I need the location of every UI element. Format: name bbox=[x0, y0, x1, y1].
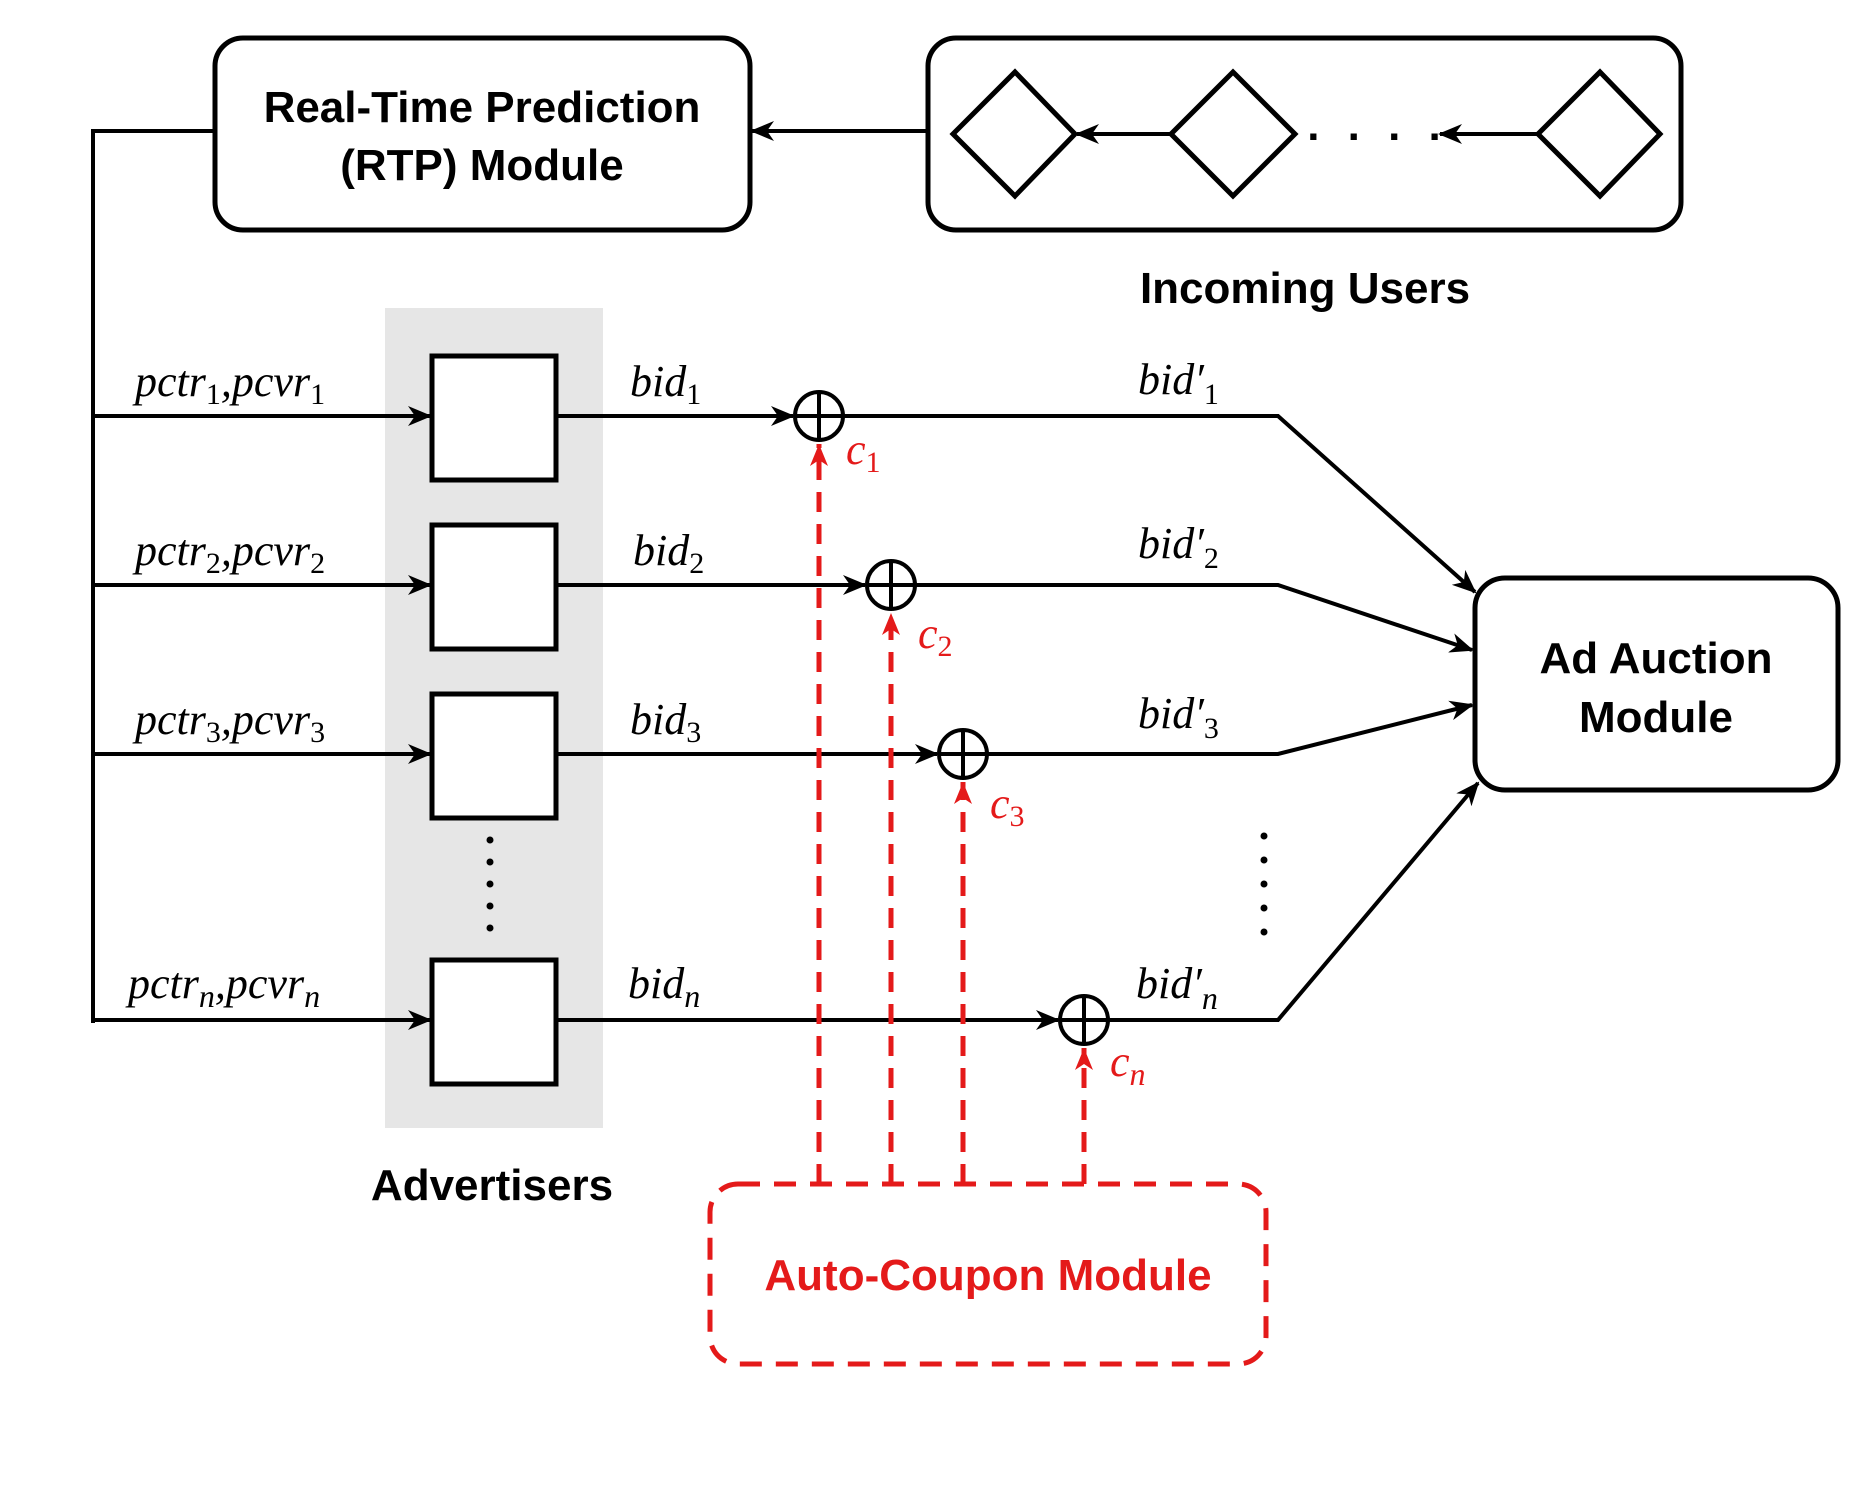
coupon-label-3: c3 bbox=[990, 779, 1025, 833]
bid-label-n: bidn bbox=[628, 959, 700, 1014]
coupon-label-n: cn bbox=[1110, 1037, 1146, 1092]
rtp-module-title-line1: Real-Time Prediction bbox=[264, 83, 701, 132]
sum-node-1 bbox=[793, 390, 845, 442]
auto-coupon-module: Auto-Coupon Module bbox=[707, 1181, 1269, 1367]
ad-auction-module: Ad Auction Module bbox=[1472, 575, 1841, 793]
advertiser-row-3: pctr3,pcvr3 bid3 bid′3 c3 bbox=[93, 689, 1474, 833]
users-ellipsis: . . . . bbox=[1307, 101, 1449, 150]
user-diamond-icon bbox=[1534, 68, 1664, 200]
adjusted-bid-label-3: bid′3 bbox=[1138, 689, 1219, 745]
bid-label-1: bid1 bbox=[630, 357, 701, 411]
bid-label-2: bid2 bbox=[633, 526, 704, 580]
advertiser-box-n bbox=[429, 957, 559, 1087]
bid-label-3: bid3 bbox=[630, 695, 701, 749]
advertisers-label: Advertisers bbox=[371, 1161, 613, 1210]
adjusted-bid-label-n: bid′n bbox=[1136, 959, 1218, 1016]
prediction-label-1: pctr1,pcvr1 bbox=[132, 357, 325, 411]
sum-node-3 bbox=[937, 728, 989, 780]
adjusted-bid-label-2: bid′2 bbox=[1138, 519, 1219, 575]
rtp-module: Real-Time Prediction (RTP) Module bbox=[212, 35, 753, 233]
rtp-module-title-line2: (RTP) Module bbox=[340, 141, 624, 190]
advertiser-row-1: pctr1,pcvr1 bid1 bid′1 c1 bbox=[93, 353, 1477, 594]
advertiser-box-1 bbox=[429, 353, 559, 483]
incoming-users-label: Incoming Users bbox=[1140, 264, 1470, 313]
advertiser-row-2: pctr2,pcvr2 bid2 bid′2 c2 bbox=[93, 519, 1474, 663]
coupon-arrows bbox=[810, 444, 1093, 1184]
prediction-label-2: pctr2,pcvr2 bbox=[132, 526, 325, 580]
rtp-output-trunk bbox=[91, 129, 215, 1023]
prediction-label-3: pctr3,pcvr3 bbox=[132, 695, 325, 749]
user-diamond-icon bbox=[949, 68, 1079, 200]
ad-auction-title-line1: Ad Auction bbox=[1540, 634, 1773, 683]
sum-node-2 bbox=[865, 559, 917, 611]
prediction-label-n: pctrn,pcvrn bbox=[125, 959, 320, 1014]
advertiser-ellipsis bbox=[486, 836, 494, 932]
coupon-label-2: c2 bbox=[918, 609, 953, 663]
adjusted-bid-label-1: bid′1 bbox=[1138, 355, 1219, 411]
incoming-users-panel: . . . . bbox=[925, 35, 1684, 233]
coupon-label-1: c1 bbox=[846, 425, 881, 479]
ad-auction-title-line2: Module bbox=[1579, 693, 1733, 742]
advertiser-box-2 bbox=[429, 522, 559, 652]
advertiser-box-3 bbox=[429, 691, 559, 821]
sum-node-n bbox=[1058, 994, 1110, 1046]
auto-coupon-title: Auto-Coupon Module bbox=[764, 1251, 1211, 1300]
bid-ellipsis bbox=[1260, 832, 1268, 936]
advertiser-row-n: pctrn,pcvrn bidn bid′n cn bbox=[93, 781, 1480, 1092]
user-diamond-icon bbox=[1167, 68, 1299, 200]
